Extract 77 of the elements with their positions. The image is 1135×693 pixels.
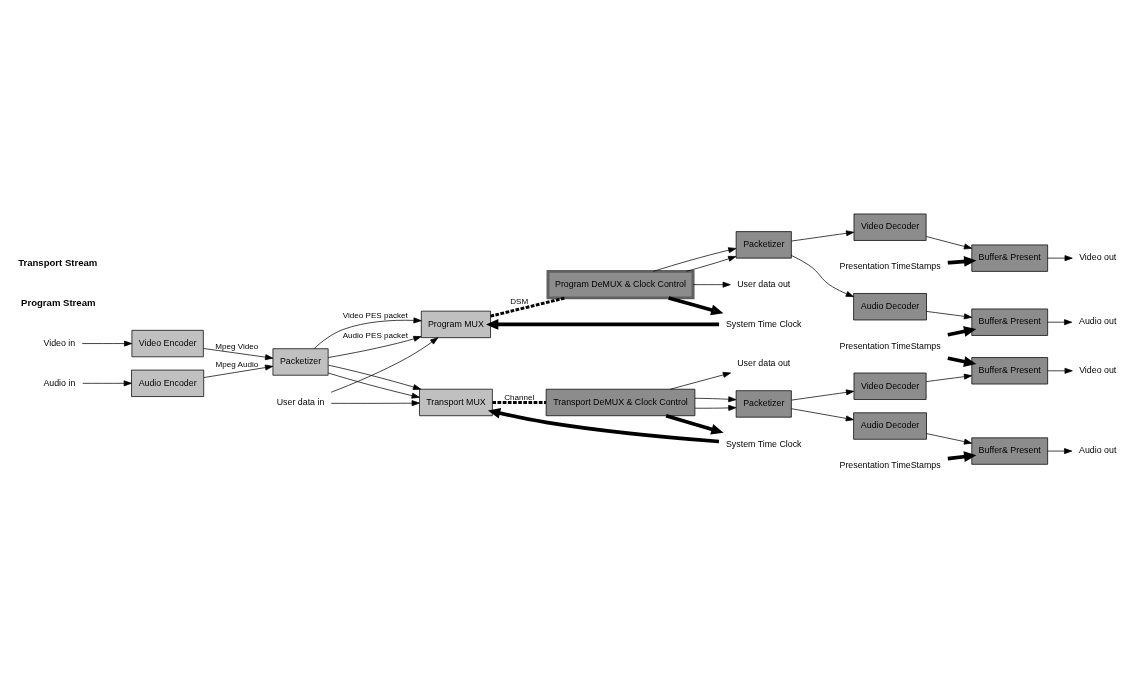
arrow: [791, 230, 855, 242]
node-text: Video out: [1079, 365, 1117, 376]
edge-label: Video PES packet: [342, 311, 408, 321]
arrow: [82, 380, 132, 387]
arrow: [330, 337, 439, 393]
node-text: Presentation TimeStamps: [839, 261, 941, 272]
node-text: Audio out: [1079, 445, 1117, 456]
arrow: [925, 373, 973, 382]
label: Program Stream: [21, 296, 96, 308]
node-text: Presentation TimeStamps: [839, 460, 941, 471]
arrow: [947, 356, 977, 367]
arrow: [203, 364, 274, 378]
node-text: System Time Clock: [725, 438, 802, 449]
node-box: Audio Decoder: [853, 412, 927, 440]
arrow: [665, 414, 724, 435]
arrow: [1047, 255, 1073, 262]
arrow: [791, 389, 855, 401]
arrow: [947, 256, 977, 267]
arrow: [328, 372, 420, 399]
node-box: Packetizer: [272, 348, 329, 376]
node-text: Audio in: [43, 377, 76, 388]
node-text: Presentation TimeStamps: [839, 340, 941, 351]
arrow: [327, 335, 422, 358]
arrow: [203, 348, 274, 361]
node-box: Buffer& Present: [971, 244, 1048, 272]
node-box: Transport DeMUX & Clock Control: [545, 388, 696, 417]
node-box: Program DeMUX & Clock Control: [546, 269, 695, 300]
node-box: Video Decoder: [853, 213, 927, 241]
arrow: [328, 364, 422, 390]
arrow: [668, 296, 724, 316]
node-box: Program MUX: [420, 310, 491, 339]
node-box: Packetizer: [735, 231, 792, 259]
node-box: Audio Encoder: [131, 369, 205, 397]
connector: [492, 401, 546, 404]
arrow: [653, 247, 737, 272]
arrow: [926, 433, 973, 445]
arrow: [1047, 448, 1073, 454]
arrow: [1047, 319, 1073, 326]
edge-label: Channel: [504, 393, 535, 403]
node-box: Video Encoder: [131, 329, 204, 358]
arrow: [313, 317, 422, 349]
node-text: User data in: [276, 397, 325, 408]
node-box: Audio Decoder: [853, 293, 927, 321]
label: Transport Stream: [18, 256, 98, 268]
arrow: [670, 372, 731, 390]
arrow: [791, 408, 854, 422]
arrow: [694, 404, 737, 411]
node-box: Transport MUX: [419, 388, 493, 417]
node-text: User data out: [737, 358, 791, 369]
node-box: Buffer& Present: [971, 437, 1048, 465]
node-box: Packetizer: [735, 390, 792, 418]
arrow: [947, 451, 977, 462]
edge-label: Mpeg Audio: [215, 359, 259, 369]
node-box: Buffer& Present: [971, 308, 1048, 336]
arrow: [330, 400, 420, 407]
arrow: [925, 236, 973, 250]
node-text: System Time Clock: [725, 318, 802, 329]
arrow: [694, 396, 737, 403]
edge-label: Audio PES packet: [342, 331, 408, 341]
arrow: [81, 340, 133, 347]
node-box: Video Decoder: [853, 372, 927, 400]
node-text: Audio out: [1079, 316, 1117, 327]
node-text: Video in: [43, 337, 76, 348]
arrow: [486, 319, 720, 330]
arrow: [947, 326, 977, 337]
arrow: [791, 255, 854, 297]
arrow: [692, 281, 731, 288]
edge-label: Mpeg Video: [215, 341, 259, 351]
node-text: Video out: [1079, 252, 1117, 263]
arrow: [1047, 367, 1073, 374]
node-text: User data out: [737, 278, 791, 289]
arrow: [926, 311, 973, 320]
edge-label: DSM: [510, 296, 529, 306]
arrow: [487, 407, 720, 444]
connector: [490, 296, 566, 318]
arrow: [685, 255, 737, 272]
node-box: Buffer& Present: [971, 357, 1048, 385]
